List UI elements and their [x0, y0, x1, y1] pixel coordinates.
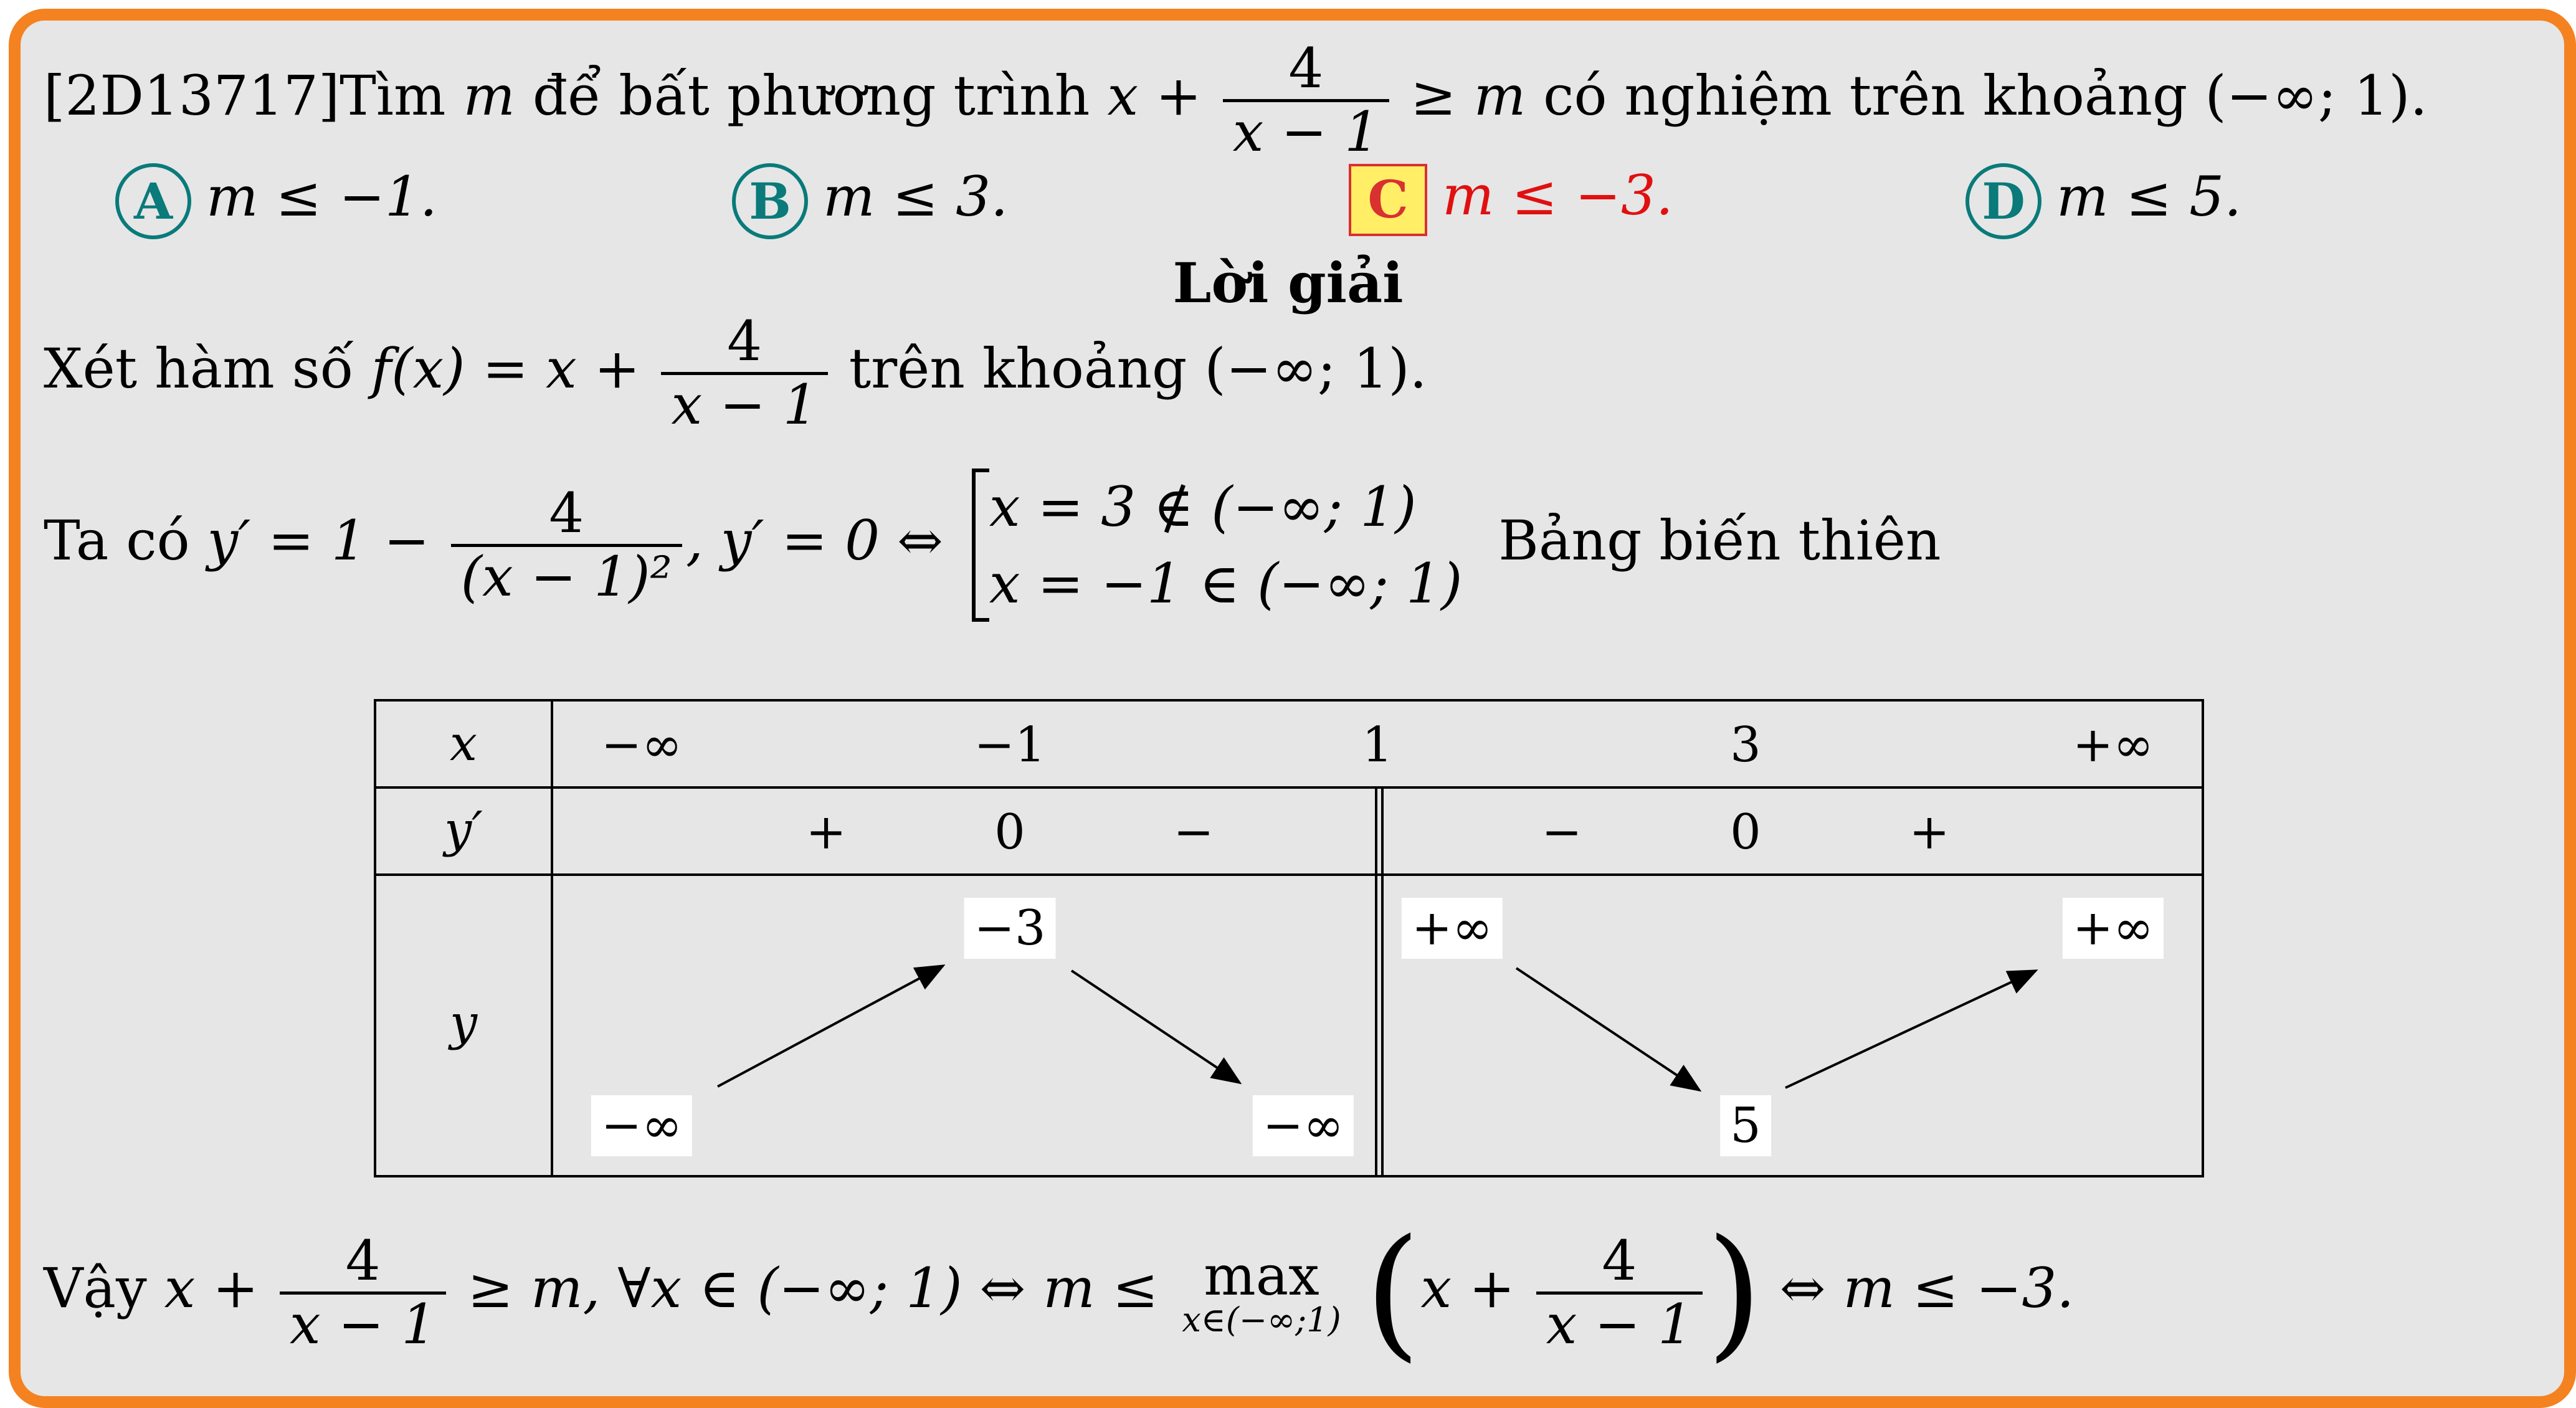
yprime-sign: −: [1173, 804, 1214, 860]
x-value: +∞: [2072, 717, 2154, 773]
y-value: −3: [964, 898, 1056, 959]
step-2: Ta có y′ = 1 − 4(x − 1)², y′ = 0 ⇔ x = 3…: [44, 469, 1941, 622]
row-x-label: x: [450, 716, 477, 772]
variation-arrows: [717, 964, 2038, 1092]
x-value: −∞: [601, 717, 683, 773]
option-a-badge: A: [115, 163, 191, 239]
step2-fraction: 4(x − 1)²: [450, 483, 682, 607]
x-value: 3: [1730, 717, 1761, 773]
table-label-divider: [551, 702, 553, 1175]
solution-title: Lời giải: [1172, 250, 1404, 315]
y-value: −∞: [591, 1095, 693, 1156]
y-value: −∞: [1252, 1095, 1354, 1156]
option-d-badge: D: [1965, 163, 2041, 239]
page-frame: [9, 9, 2576, 1408]
yprime-sign: +: [806, 804, 847, 860]
yprime-sign: +: [1909, 804, 1950, 860]
problem-id: [2D13717]: [44, 64, 340, 128]
arrow-down-2: [1515, 967, 1702, 1092]
option-c-badge: C: [1349, 164, 1427, 237]
x-value: −1: [974, 717, 1046, 773]
yprime-sign: −: [1541, 804, 1582, 860]
yprime-sign: 0: [1730, 804, 1761, 860]
double-bar-right: [1381, 786, 1384, 1175]
y-value: +∞: [1401, 898, 1503, 959]
double-bar-left: [1375, 786, 1377, 1175]
y-value: +∞: [2062, 898, 2164, 959]
table-divider-2: [376, 873, 2202, 876]
right-paren: ): [1706, 1209, 1762, 1376]
row-yprime-label: y′: [444, 802, 483, 858]
left-paren: (: [1364, 1209, 1421, 1376]
yprime-sign: 0: [994, 804, 1025, 860]
arrow-down-1: [1070, 969, 1242, 1085]
y-value: 5: [1720, 1095, 1771, 1156]
arrow-up-2: [1785, 969, 2038, 1089]
problem-statement: [2D13717]Tìm m để bất phương trình x + 4…: [44, 36, 2428, 164]
option-b-badge: B: [732, 163, 808, 239]
arrow-up-1: [717, 964, 946, 1088]
row-y-label: y: [449, 995, 478, 1051]
x-value: 1: [1362, 717, 1393, 773]
case-bracket: x = 3 ∉ (−∞; 1)x = −1 ∈ (−∞; 1): [971, 469, 1462, 622]
variation-table: x y′ y −∞ −1 1 3 +∞ + 0 − − 0 + −∞ −3 −∞…: [374, 699, 2204, 1177]
table-divider-1: [376, 786, 2202, 789]
